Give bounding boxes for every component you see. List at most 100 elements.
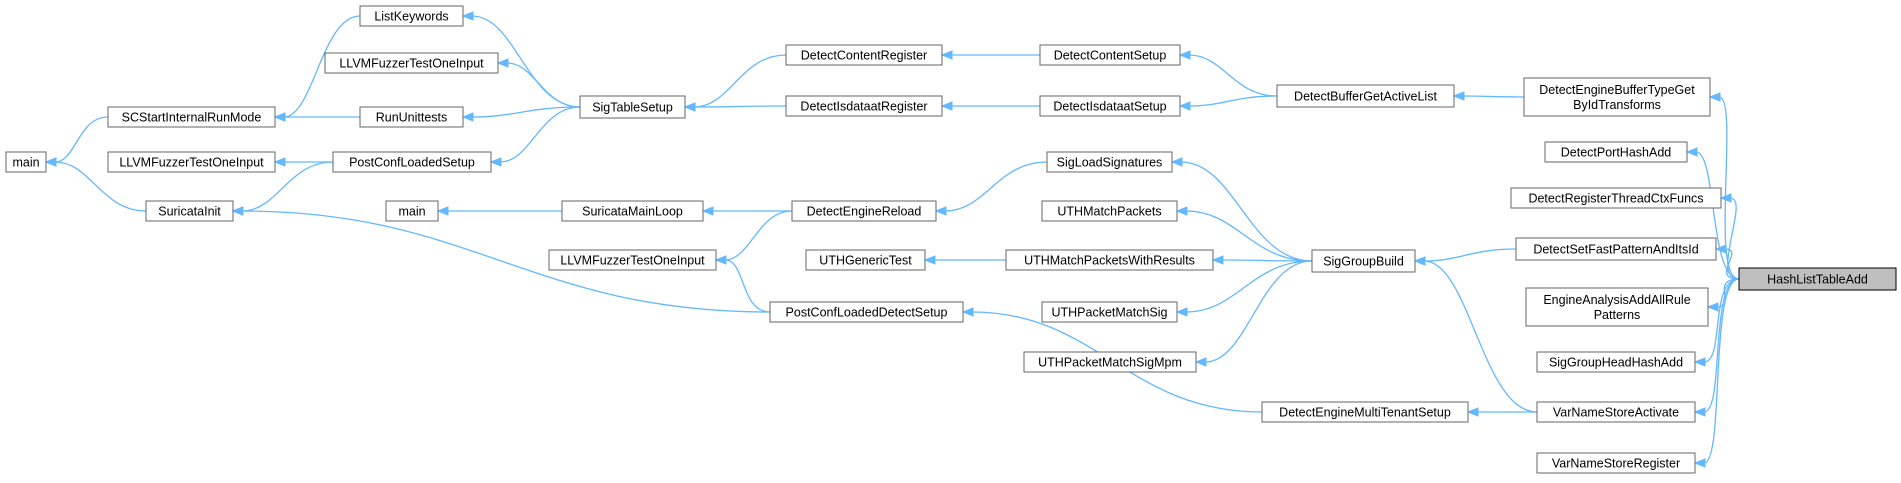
node-varactivate[interactable]: VarNameStoreActivate bbox=[1536, 401, 1696, 423]
edge-line bbox=[724, 259, 771, 313]
node-box bbox=[1515, 237, 1717, 261]
node-box bbox=[1536, 401, 1696, 423]
node-box bbox=[1261, 401, 1469, 423]
node-isdatasetup[interactable]: DetectIsdataatSetup bbox=[1039, 95, 1181, 117]
edge-line bbox=[471, 106, 581, 118]
edge-sigtable-to-llvm_top bbox=[496, 58, 581, 108]
node-listkw[interactable]: ListKeywords bbox=[359, 5, 464, 27]
edge-line bbox=[241, 210, 771, 313]
node-activelist[interactable]: DetectBufferGetActiveList bbox=[1276, 84, 1455, 108]
node-label: main bbox=[12, 156, 39, 170]
edge-arrowhead bbox=[489, 157, 502, 167]
edge-activelist-to-isdatasetup bbox=[1178, 95, 1278, 111]
edge-arrowhead bbox=[1452, 91, 1465, 101]
node-uthpacketmpm[interactable]: UTHPacketMatchSigMpm bbox=[1023, 351, 1197, 373]
node-box bbox=[1536, 351, 1696, 373]
node-isdatareg[interactable]: DetectIsdataatRegister bbox=[785, 95, 943, 117]
node-sigtable[interactable]: SigTableSetup bbox=[579, 95, 686, 119]
edge-arrowhead bbox=[461, 112, 474, 122]
edge-fastpattern-to-siggroupbuild bbox=[1413, 248, 1517, 266]
node-llvm_left[interactable]: LLVMFuzzerTestOneInput bbox=[107, 151, 276, 173]
edge-arrowhead bbox=[496, 58, 509, 68]
edge-arrowhead bbox=[923, 255, 936, 265]
node-box bbox=[332, 151, 492, 173]
node-label: DetectEngineReload bbox=[807, 205, 922, 219]
edge-line bbox=[693, 105, 787, 108]
node-contentreg[interactable]: DetectContentRegister bbox=[785, 44, 943, 66]
node-porthash[interactable]: DetectPortHashAdd bbox=[1544, 141, 1688, 163]
edge-suricatamain-to-main2 bbox=[436, 206, 563, 216]
node-label: UTHMatchPackets bbox=[1057, 205, 1161, 219]
node-uthmatch[interactable]: UTHMatchPackets bbox=[1041, 200, 1178, 222]
node-root[interactable]: HashListTableAdd bbox=[1738, 267, 1897, 291]
edge-contentreg-to-sigtable bbox=[683, 54, 787, 112]
edge-isdatareg-to-sigtable bbox=[683, 102, 787, 112]
edge-line bbox=[693, 54, 787, 108]
edge-root-to-fastpattern bbox=[1714, 244, 1740, 280]
node-reload[interactable]: DetectEngineReload bbox=[791, 200, 937, 222]
node-postconfdetect[interactable]: PostConfLoadedDetectSetup bbox=[769, 301, 964, 323]
edge-reload-to-llvm_mid bbox=[714, 210, 793, 265]
edge-line bbox=[1727, 197, 1740, 280]
node-label: SuricataInit bbox=[158, 205, 221, 219]
node-label: DetectBufferGetActiveList bbox=[1294, 90, 1437, 104]
edge-siggroupbuild-to-uthpacketsig bbox=[1175, 260, 1313, 317]
node-label: LLVMFuzzerTestOneInput bbox=[560, 254, 705, 268]
edge-uthmatchres-to-uthgeneric bbox=[923, 255, 1006, 265]
node-box bbox=[145, 200, 234, 222]
node-suricatainit[interactable]: SuricataInit bbox=[145, 200, 234, 222]
edge-arrowhead bbox=[231, 206, 244, 216]
node-contentsetup[interactable]: DetectContentSetup bbox=[1039, 44, 1181, 66]
node-box bbox=[1023, 351, 1197, 373]
node-box bbox=[359, 106, 464, 128]
node-box bbox=[359, 5, 464, 27]
edge-root-to-varactivate bbox=[1693, 278, 1740, 417]
node-scstart[interactable]: SCStartInternalRunMode bbox=[107, 106, 276, 128]
node-label: HashListTableAdd bbox=[1767, 273, 1868, 287]
edge-root-to-sghhash bbox=[1693, 278, 1740, 367]
node-sigload[interactable]: SigLoadSignatures bbox=[1046, 151, 1173, 173]
node-label: DetectIsdataatRegister bbox=[800, 100, 927, 114]
node-box bbox=[548, 249, 717, 271]
node-label: PostConfLoadedSetup bbox=[349, 156, 475, 170]
edge-arrowhead bbox=[1413, 256, 1426, 266]
edge-rununit-to-scstart bbox=[273, 112, 360, 122]
node-rununit[interactable]: RunUnittests bbox=[359, 106, 464, 128]
node-label: UTHGenericTest bbox=[819, 254, 912, 268]
node-siggroupbuild[interactable]: SigGroupBuild bbox=[1311, 249, 1416, 273]
node-label: DetectContentSetup bbox=[1054, 49, 1167, 63]
node-box bbox=[1276, 84, 1455, 108]
node-threadctx[interactable]: DetectRegisterThreadCtxFuncs bbox=[1510, 187, 1722, 209]
node-label: DetectSetFastPatternAndItsId bbox=[1533, 243, 1698, 257]
node-llvm_mid[interactable]: LLVMFuzzerTestOneInput bbox=[548, 249, 717, 271]
node-uthpacketsig[interactable]: UTHPacketMatchSig bbox=[1041, 301, 1178, 323]
edge-siggroupbuild-to-uthmatchres bbox=[1211, 255, 1313, 265]
edge-arrowhead bbox=[461, 11, 474, 21]
node-varregister[interactable]: VarNameStoreRegister bbox=[1536, 452, 1696, 474]
edge-arrowhead bbox=[1175, 206, 1188, 216]
node-label: DetectPortHashAdd bbox=[1561, 146, 1672, 160]
edge-line bbox=[506, 62, 581, 108]
node-uthmatchres[interactable]: UTHMatchPacketsWithResults bbox=[1005, 249, 1214, 271]
node-box bbox=[769, 301, 964, 323]
node-box bbox=[1738, 267, 1897, 291]
edge-line bbox=[1703, 278, 1740, 363]
node-llvm_top[interactable]: LLVMFuzzerTestOneInput bbox=[324, 52, 499, 74]
node-main1[interactable]: main bbox=[5, 151, 47, 173]
node-uthgeneric[interactable]: UTHGenericTest bbox=[805, 249, 926, 271]
node-box bbox=[385, 200, 439, 222]
node-fastpattern[interactable]: DetectSetFastPatternAndItsId bbox=[1515, 237, 1717, 261]
node-main2[interactable]: main bbox=[385, 200, 439, 222]
node-suricatamain[interactable]: SuricataMainLoop bbox=[561, 200, 704, 222]
node-box bbox=[1536, 452, 1696, 474]
edge-arrowhead bbox=[961, 307, 974, 317]
edge-postconfdetect-to-llvm_mid bbox=[714, 255, 771, 313]
node-multitenant[interactable]: DetectEngineMultiTenantSetup bbox=[1261, 401, 1469, 423]
node-sghhash[interactable]: SigGroupHeadHashAdd bbox=[1536, 351, 1696, 373]
node-box bbox=[1039, 44, 1181, 66]
node-postconf[interactable]: PostConfLoadedSetup bbox=[332, 151, 492, 173]
edge-arrowhead bbox=[1175, 307, 1188, 317]
edge-arrowhead bbox=[273, 157, 286, 167]
